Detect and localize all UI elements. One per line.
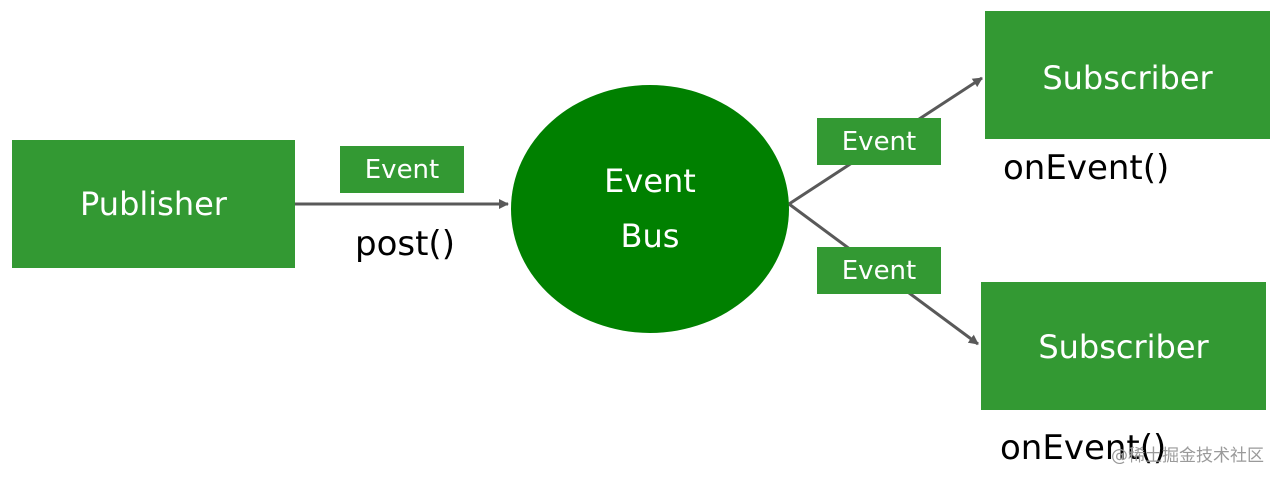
- publisher-label: Publisher: [80, 185, 227, 223]
- event-tag-to-bottom-subscriber: Event: [817, 247, 941, 294]
- subscriber-box-bottom: Subscriber: [981, 282, 1266, 410]
- event-bus-label-line2: Bus: [620, 217, 680, 255]
- subscriber-bottom-label: Subscriber: [1038, 328, 1209, 366]
- event-bus-label-line1: Event: [604, 162, 696, 200]
- event-tag-publish-label: Event: [364, 154, 440, 185]
- watermark: @稀土掘金技术社区: [1111, 446, 1264, 466]
- event-tag-publish: Event: [340, 146, 464, 193]
- event-tag-to-top-subscriber: Event: [817, 118, 941, 165]
- event-tag-top-label: Event: [841, 126, 917, 157]
- subscriber-top-label: Subscriber: [1042, 59, 1213, 97]
- subscriber-box-top: Subscriber: [985, 11, 1270, 139]
- event-tag-bottom-label: Event: [841, 255, 917, 286]
- publisher-box: Publisher: [12, 140, 295, 268]
- subscriber-top-method-label: onEvent(): [1003, 148, 1170, 188]
- subscriber-bottom-method-label: onEvent(): [1000, 428, 1167, 468]
- publisher-method-label: post(): [355, 224, 455, 264]
- event-bus-circle: Event Bus: [511, 85, 789, 333]
